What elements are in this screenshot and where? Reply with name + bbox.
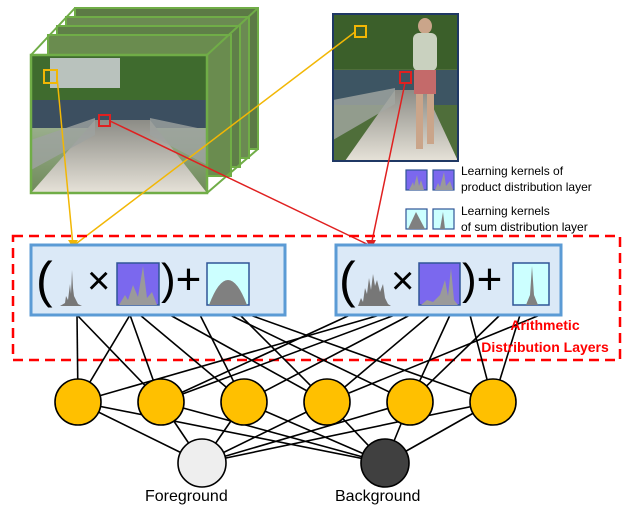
distribution-box-right bbox=[334, 243, 563, 317]
red-patch-marker-right bbox=[399, 71, 412, 84]
formula-times-left: × bbox=[87, 259, 111, 303]
foreground-node bbox=[177, 438, 227, 488]
formula-open-paren-right: ( bbox=[339, 252, 356, 308]
front-video-frame bbox=[29, 53, 209, 195]
hidden-node bbox=[469, 378, 517, 426]
hidden-node bbox=[220, 378, 268, 426]
formula-close-plus-right: )+ bbox=[462, 255, 503, 304]
legend-icons bbox=[405, 169, 455, 230]
yellow-patch-marker bbox=[43, 69, 58, 84]
region-label-line1: Arithmetic bbox=[510, 317, 580, 333]
background-label: Background bbox=[335, 488, 421, 505]
hidden-node bbox=[303, 378, 351, 426]
formula-close-plus-left: )+ bbox=[161, 255, 202, 304]
sum-kernel-icon bbox=[405, 208, 455, 230]
hidden-node bbox=[386, 378, 434, 426]
yellow-patch-marker-right bbox=[354, 25, 367, 38]
product-kernel-icon bbox=[405, 169, 455, 191]
legend-sum-line2: of sum distribution layer bbox=[461, 220, 588, 234]
video-frame-stack bbox=[29, 7, 259, 195]
single-video-frame bbox=[332, 13, 459, 162]
red-patch-marker bbox=[98, 114, 111, 127]
patch-connectors bbox=[56, 31, 406, 249]
formula-open-paren-left: ( bbox=[36, 252, 53, 308]
hidden-node bbox=[137, 378, 185, 426]
foreground-label: Foreground bbox=[145, 488, 228, 505]
legend-product-line1: Learning kernels of bbox=[461, 164, 564, 178]
legend-sum-line1: Learning kernels bbox=[461, 204, 550, 218]
region-label: Arithmetic Distribution Layers bbox=[470, 314, 620, 358]
distribution-box-left bbox=[29, 243, 287, 317]
legend-product-line2: product distribution layer bbox=[461, 180, 592, 194]
region-label-line2: Distribution Layers bbox=[481, 339, 609, 355]
hidden-nodes bbox=[54, 378, 517, 426]
walking-person bbox=[413, 18, 437, 149]
hidden-node bbox=[54, 378, 102, 426]
arithmetic-layer-region bbox=[11, 234, 622, 362]
background-node bbox=[360, 438, 410, 488]
formula-times-right: × bbox=[391, 259, 415, 303]
